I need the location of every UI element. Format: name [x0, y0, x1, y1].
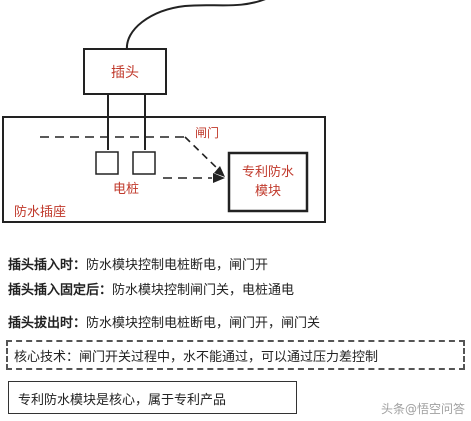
- watermark: 头条@悟空问答: [380, 402, 465, 416]
- state-key: 插头插入固定后：: [8, 283, 113, 298]
- state-line-insert: 插头插入时：防水模块控制电桩断电，闸门开: [8, 254, 268, 273]
- pile-right: [132, 151, 156, 175]
- gate-label: 闸门: [195, 125, 219, 140]
- plug-box: [83, 48, 167, 95]
- module-box: [227, 151, 309, 213]
- state-desc: 防水模块控制电桩断电，闸门开: [86, 258, 269, 273]
- module-label-line2: 模块: [255, 184, 281, 199]
- state-desc: 防水模块控制闸门关，电桩通电: [112, 283, 295, 298]
- socket-box: [2, 116, 326, 223]
- patent-note-text: 专利防水模块是核心，属于专利产品: [18, 393, 227, 408]
- state-key: 插头拔出时：: [8, 316, 87, 331]
- state-line-unplug: 插头拔出时：防水模块控制电桩断电，闸门开，闸门关: [8, 312, 320, 331]
- waterproof-socket-diagram: 插头 闸门 电桩 专利防水 模块 防水插座: [2, 0, 326, 223]
- state-desc: 防水模块控制电桩断电，闸门开，闸门关: [86, 316, 321, 331]
- state-line-fixed: 插头插入固定后：防水模块控制闸门关，电桩通电: [8, 279, 294, 298]
- gate-arrow-head: [214, 166, 225, 177]
- socket-label: 防水插座: [14, 204, 66, 220]
- pile-arrow-head: [213, 173, 225, 183]
- patent-note-box: [8, 381, 297, 414]
- module-label-line1: 专利防水: [242, 164, 294, 180]
- state-key: 插头插入时：: [8, 258, 87, 273]
- plug-label: 插头: [111, 65, 139, 81]
- pile-label: 电桩: [113, 182, 139, 197]
- core-tech-text: 核心技术：闸门开关过程中，水不能通过，可以通过压力差控制: [14, 350, 379, 365]
- gate-dashed-diagonal: [184, 136, 223, 174]
- pile-left: [95, 151, 119, 175]
- cable: [125, 0, 266, 51]
- core-tech-box: [6, 340, 465, 370]
